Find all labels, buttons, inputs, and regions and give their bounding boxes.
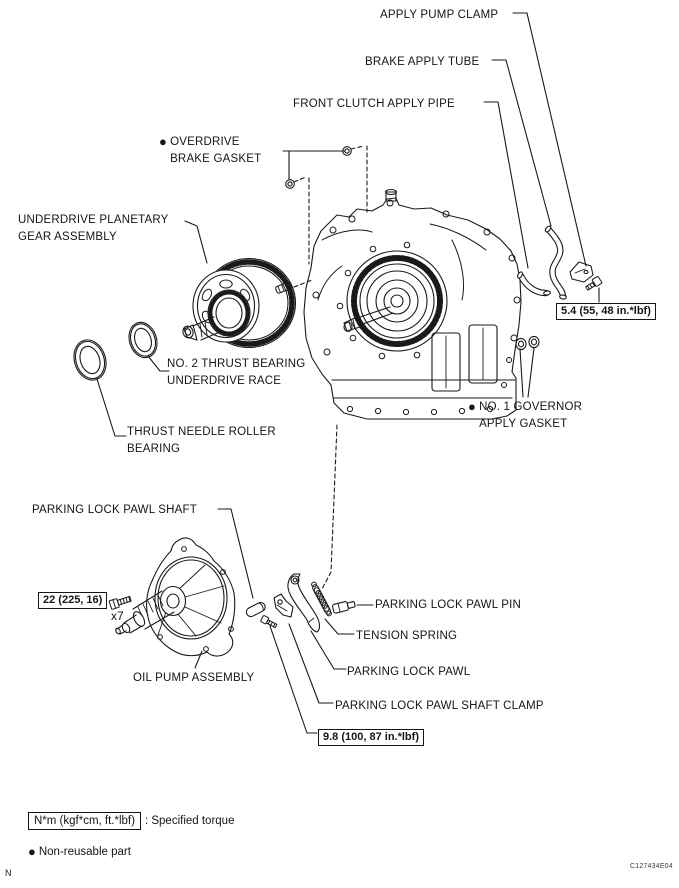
legend-non-reusable: ● Non-reusable part — [28, 844, 131, 860]
transmission-case-drawing — [303, 188, 522, 420]
label-no1-governor-apply-gasket-text: NO. 1 GOVERNOR APPLY GASKET — [479, 401, 583, 430]
label-overdrive-brake-gasket-text: OVERDRIVE BRAKE GASKET — [170, 136, 262, 165]
legend-torque: N*m (kgf*cm, ft.*lbf) : Specified torque — [28, 812, 234, 830]
legend-torque-caption: : Specified torque — [144, 815, 235, 827]
pawl-clamp-bolt-drawing — [260, 615, 278, 629]
footer-char: N — [5, 868, 12, 878]
label-front-clutch-apply-pipe: FRONT CLUTCH APPLY PIPE — [293, 98, 455, 110]
label-overdrive-brake-gasket: ● OVERDRIVE BRAKE GASKET — [159, 134, 261, 168]
no2-thrust-race-drawing — [128, 321, 158, 359]
label-no2-thrust-bearing-underdrive-race: NO. 2 THRUST BEARING UNDERDRIVE RACE — [167, 358, 306, 387]
label-brake-apply-tube: BRAKE APPLY TUBE — [365, 56, 480, 68]
label-parking-lock-pawl-pin: PARKING LOCK PAWL PIN — [375, 599, 522, 611]
non-reusable-bullet-icon: ● — [468, 399, 477, 414]
oil-pump-bolt-drawing — [108, 595, 132, 610]
label-apply-pump-clamp: APPLY PUMP CLAMP — [380, 9, 499, 21]
apply-pump-clamp-drawing — [569, 261, 594, 283]
label-underdrive-planetary-gear-assembly: UNDERDRIVE PLANETARY GEAR ASSEMBLY — [18, 214, 169, 243]
torque-box-tube-bolt: 5.4 (55, 48 in.*lbf) — [556, 303, 656, 320]
label-oil-pump-assembly: OIL PUMP ASSEMBLY — [133, 672, 255, 684]
leader-lines — [96, 12, 600, 734]
brake-apply-tube-drawing — [544, 225, 567, 300]
label-parking-lock-pawl: PARKING LOCK PAWL — [347, 666, 471, 678]
parking-lock-pawl-shaft-drawing — [245, 602, 266, 618]
parking-lock-pawl-pin-drawing — [331, 601, 356, 614]
non-reusable-bullet-icon: ● — [28, 844, 36, 859]
tension-spring-drawing — [311, 581, 332, 617]
figure-code: C127434E04 — [630, 863, 673, 870]
overdrive-brake-gasket-drawing — [285, 146, 352, 189]
torque-box-oil-pump-bolt: 22 (225, 16) — [38, 592, 108, 609]
label-parking-lock-pawl-shaft: PARKING LOCK PAWL SHAFT — [32, 504, 197, 516]
label-thrust-needle-roller-bearing: THRUST NEEDLE ROLLER BEARING — [127, 426, 276, 455]
label-parking-lock-pawl-shaft-clamp: PARKING LOCK PAWL SHAFT CLAMP — [335, 700, 544, 712]
governor-apply-gasket-drawing — [515, 335, 540, 351]
label-tension-spring: TENSION SPRING — [356, 630, 458, 642]
torque-box-pawl-clamp-bolt: 9.8 (100, 87 in.*lbf) — [318, 729, 424, 746]
oil-pump-bolt-count: x7 — [111, 609, 124, 623]
oil-pump-assembly-drawing — [115, 537, 236, 657]
dashed-assembly-lines — [293, 145, 368, 590]
legend-non-reusable-text: Non-reusable part — [38, 846, 131, 858]
thrust-needle-bearing-drawing — [73, 339, 107, 381]
front-clutch-apply-pipe-drawing — [517, 271, 551, 297]
parking-lock-pawl-shaft-clamp-drawing — [273, 593, 294, 618]
tube-bolt-drawing — [585, 276, 603, 291]
legend-torque-unit-box: N*m (kgf*cm, ft.*lbf) — [28, 812, 141, 830]
underdrive-planetary-gear-drawing — [182, 257, 297, 349]
parking-lock-pawl-drawing — [287, 573, 321, 633]
label-no1-governor-apply-gasket: ● NO. 1 GOVERNOR APPLY GASKET — [468, 399, 582, 433]
non-reusable-bullet-icon: ● — [159, 134, 168, 149]
